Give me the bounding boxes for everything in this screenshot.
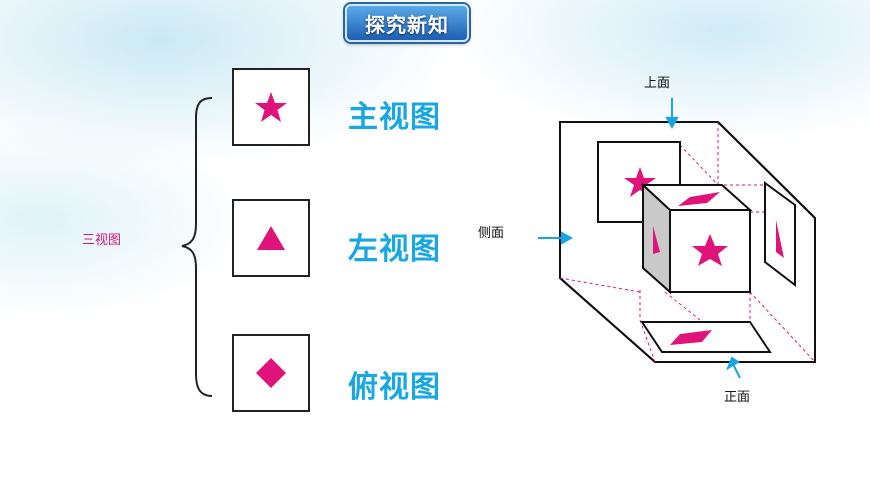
left-view-box (232, 199, 310, 277)
front-face-label: 正面 (724, 390, 751, 405)
section-title-text: 探究新知 (365, 12, 449, 37)
section-title-badge: 探究新知 (345, 4, 469, 42)
projection-diagram (538, 98, 816, 379)
front-view-label: 主视图 (348, 100, 441, 135)
front-view-box (232, 68, 310, 146)
curly-brace (181, 97, 213, 397)
star-icon (255, 92, 287, 122)
side-face-label: 侧面 (478, 226, 505, 241)
left-view-label: 左视图 (348, 232, 441, 267)
triangle-icon (257, 226, 285, 250)
diamond-icon (256, 358, 286, 388)
top-view-label: 俯视图 (348, 370, 441, 405)
top-face-label: 上面 (644, 76, 671, 91)
group-label: 三视图 (82, 233, 122, 248)
top-view-box (232, 334, 310, 412)
